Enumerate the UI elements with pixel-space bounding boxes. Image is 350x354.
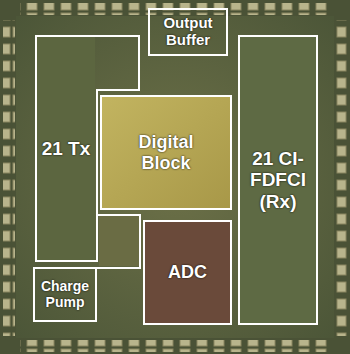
block-label: ADC	[158, 262, 218, 282]
block-label: Charge Pump	[39, 279, 91, 310]
digital-block: Digital Block	[100, 95, 232, 210]
rx-block: 21 CI-FDFCI (Rx)	[238, 35, 318, 325]
adc-block: ADC	[143, 220, 232, 325]
tx-block: 21 Tx	[35, 35, 140, 262]
block-label: 21 Tx	[39, 138, 93, 159]
block-label: 21 CI-FDFCI (Rx)	[246, 148, 310, 212]
block-label: Output Buffer	[158, 15, 218, 49]
block-label: Digital Block	[136, 132, 196, 172]
charge-pump-block: Charge Pump	[33, 267, 97, 322]
output-buffer-block: Output Buffer	[148, 8, 228, 56]
